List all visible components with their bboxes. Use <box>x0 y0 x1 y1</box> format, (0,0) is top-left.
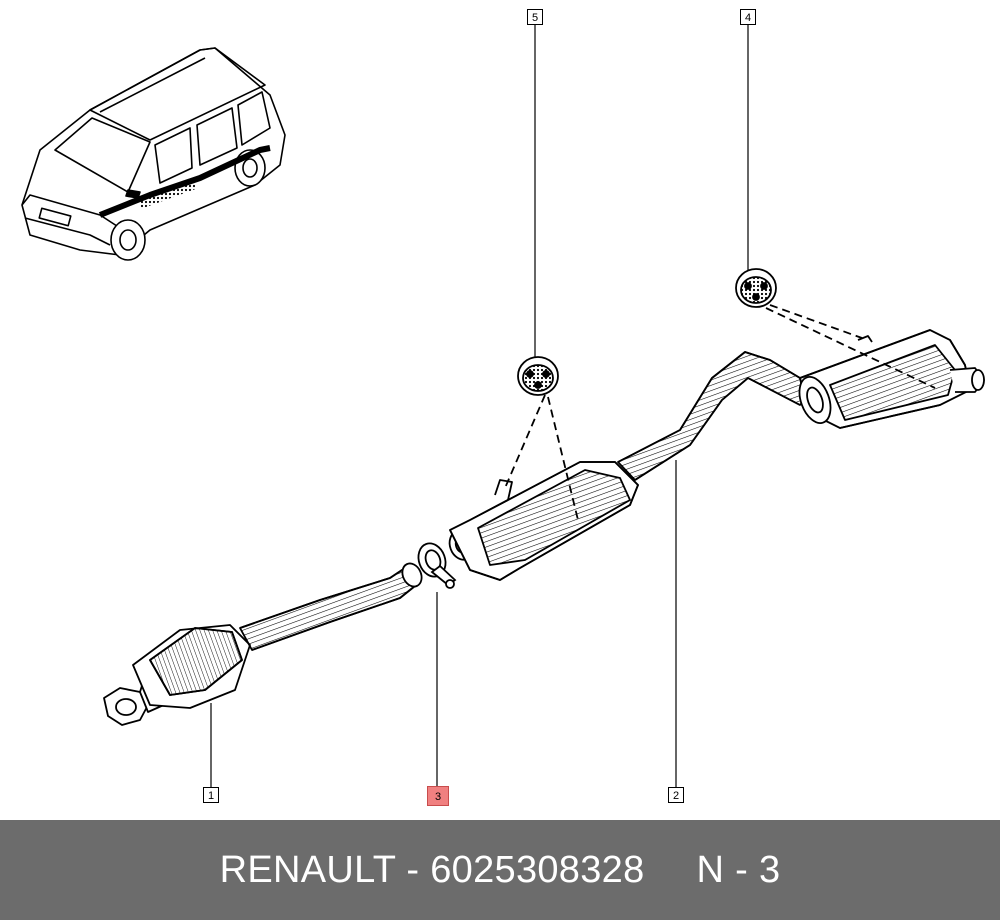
callout-2: 2 <box>668 787 684 803</box>
part-3-clamp-gasket <box>417 542 457 589</box>
callout-1: 1 <box>203 787 219 803</box>
callout-4: 4 <box>740 9 756 25</box>
part-5-rubber-mount <box>517 356 559 396</box>
van-illustration <box>21 47 286 261</box>
callout-3-highlighted: 3 <box>427 786 449 806</box>
part-number-footer: RENAULT - 6025308328 N - 3 <box>0 820 1000 920</box>
callout-leader-lines <box>210 25 749 787</box>
part-2-silencer-assembly <box>448 329 985 581</box>
item-reference: N - 3 <box>696 848 781 891</box>
callout-5: 5 <box>527 9 543 25</box>
assembly-dashed-lines <box>504 304 936 521</box>
part-1-catalytic-converter <box>103 562 423 726</box>
brand-part-number: RENAULT - 6025308328 <box>219 848 645 891</box>
part-4-rubber-mount <box>735 268 777 308</box>
exhaust-system-diagram <box>21 25 985 787</box>
